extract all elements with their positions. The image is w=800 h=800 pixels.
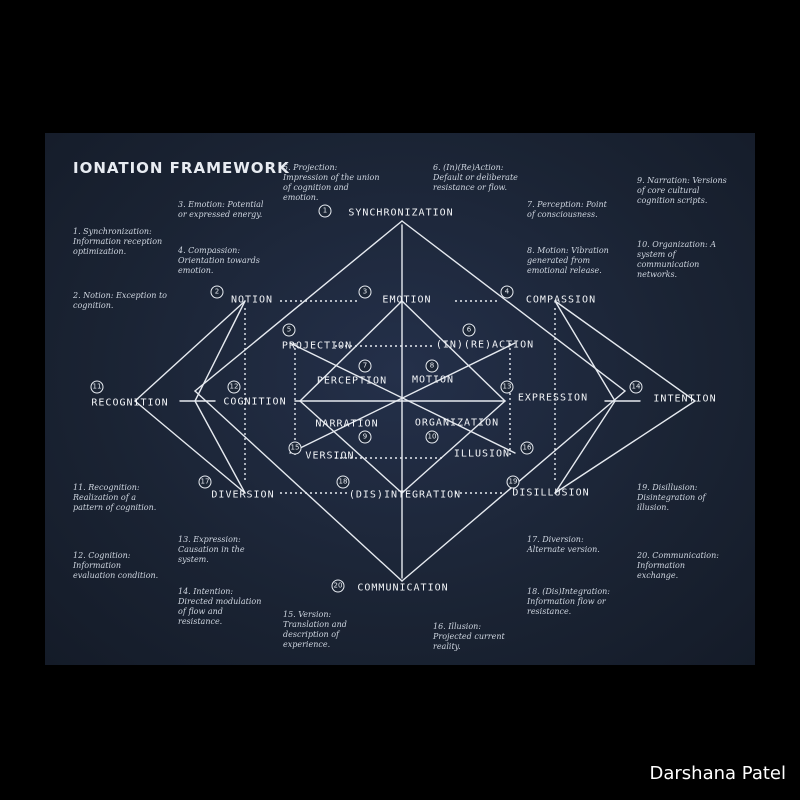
definition-11: 11. Recognition: Realization of a patter… [73,483,157,512]
node-number-12: 12 [227,380,241,394]
page-title: IONATION FRAMEWORK [73,159,290,177]
node-disillusion: DISILLUSION [512,487,590,499]
node-number-2: 2 [210,285,224,299]
definition-20: 20. Communication: Information exchange. [637,551,719,580]
node-number-18: 18 [336,475,350,489]
node-organization: ORGANIZATION [414,417,500,429]
definition-17: 17. Diversion: Alternate version. [527,535,600,554]
definition-19: 19. Disillusion: Disintegration of illus… [637,483,706,512]
definition-16: 16. Illusion: Projected current reality. [433,622,505,651]
node-number-5: 5 [282,323,296,337]
node-communication: COMMUNICATION [357,582,449,594]
node-perception: PERCEPTION [316,375,388,387]
node-in-re-action: (IN)(RE)ACTION [435,339,535,351]
definition-2: 2. Notion: Exception to cognition. [73,291,167,310]
node-emotion: EMOTION [382,294,432,306]
node-number-8: 8 [425,359,439,373]
definition-15: 15. Version: Translation and description… [283,610,347,649]
node-diversion: DIVERSION [211,489,275,501]
definition-9: 9. Narration: Versions of core cultural … [637,176,727,205]
node-number-19: 19 [506,475,520,489]
definition-14: 14. Intention: Directed modulation of fl… [178,587,262,626]
node-number-15: 15 [288,441,302,455]
node-number-10: 10 [425,430,439,444]
node-number-20: 20 [331,579,345,593]
definition-10: 10. Organization: A system of communicat… [637,240,716,279]
definition-3: 3. Emotion: Potential or expressed energ… [178,200,264,219]
definition-4: 4. Compassion: Orientation towards emoti… [178,246,260,275]
node-version: VERSION [305,450,355,462]
node-compassion: COMPASSION [525,294,597,306]
definition-13: 13. Expression: Causation in the system. [178,535,245,564]
node-number-16: 16 [520,441,534,455]
node-number-14: 14 [629,380,643,394]
framework-board: IONATION FRAMEWORK 1. Synchronization: I… [45,133,755,665]
definition-12: 12. Cognition: Information evaluation co… [73,551,159,580]
node-projection: PROJECTION [281,340,353,352]
node-number-7: 7 [358,359,372,373]
node-expression: EXPRESSION [517,392,589,404]
node-number-17: 17 [198,475,212,489]
node-synchronization: SYNCHRONIZATION [348,207,454,219]
node-recognition: RECOGNITION [91,397,169,409]
node-motion: MOTION [411,374,455,386]
definition-6: 6. (In)(Re)Action: Default or deliberate… [433,163,518,192]
definition-8: 8. Motion: Vibration generated from emot… [527,246,609,275]
node-number-6: 6 [462,323,476,337]
node-number-1: 1 [318,204,332,218]
node-number-9: 9 [358,430,372,444]
node-number-11: 11 [90,380,104,394]
node-dis-integration: (DIS)INTEGRATION [348,489,462,501]
definition-1: 1. Synchronization: Information receptio… [73,227,163,256]
framework-lines [134,220,696,582]
node-intention: INTENTION [653,393,717,405]
node-number-4: 4 [500,285,514,299]
signature-text: Darshana Patel [649,763,786,784]
node-number-3: 3 [358,285,372,299]
node-narration: NARRATION [315,418,379,430]
node-notion: NOTION [230,294,274,306]
node-illusion: ILLUSION [453,448,511,460]
node-cognition: COGNITION [223,396,287,408]
definition-18: 18. (Dis)Integration: Information flow o… [527,587,610,616]
definition-5: 5. Projection: Impression of the union o… [283,163,380,202]
node-number-13: 13 [500,380,514,394]
definition-7: 7. Perception: Point of consciousness. [527,200,607,219]
